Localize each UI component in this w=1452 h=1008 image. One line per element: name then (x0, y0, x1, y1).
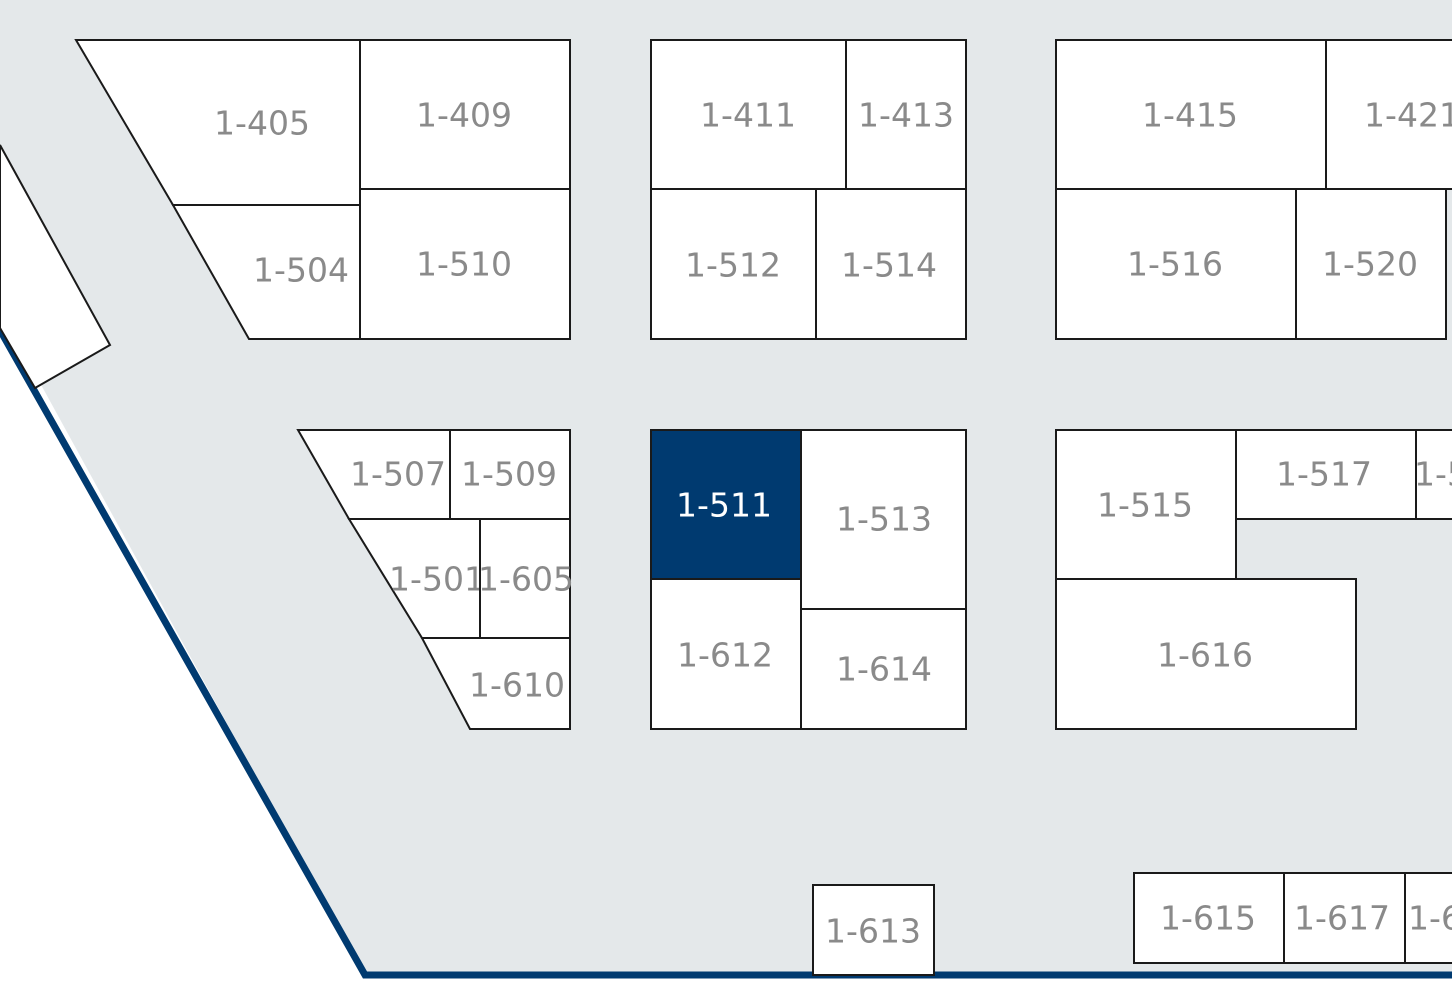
booth-label: 1-617 (1294, 899, 1390, 938)
booth-1-615[interactable]: 1-615 (1133, 872, 1285, 964)
booth-label: 1-513 (836, 500, 932, 539)
booth-label: 1-413 (858, 96, 954, 135)
booth-1-519[interactable]: 1-519 (1414, 429, 1452, 520)
booth-1-515[interactable]: 1-515 (1055, 429, 1237, 580)
booth-label: 1-415 (1142, 96, 1238, 135)
booth-label: 1-405 (214, 104, 310, 143)
booth-label: 1-616 (1157, 636, 1253, 675)
booth-label: 1-504 (253, 251, 349, 290)
booth-layer: 1-405 1-409 1-504 1-510 1-411 1-413 1-512 1-514… (74, 39, 1452, 976)
booth-1-619[interactable]: 1-619 (1404, 872, 1452, 964)
booth-1-510[interactable]: 1-510 (359, 188, 571, 340)
booth-1-616[interactable]: 1-616 (1055, 578, 1357, 730)
booth-label: 1-613 (825, 912, 921, 951)
booth-1-614[interactable]: 1-614 (800, 608, 967, 730)
booth-label: 1-519 (1414, 455, 1452, 494)
booth-label: 1-619 (1408, 899, 1452, 938)
booth-label: 1-510 (416, 245, 512, 284)
booth-label: 1-515 (1097, 486, 1193, 525)
hall-wall (0, 328, 1452, 979)
booth-1-514[interactable]: 1-514 (815, 188, 967, 340)
booth-label: 1-520 (1322, 245, 1418, 284)
booth-1-513[interactable]: 1-513 (800, 429, 967, 610)
booth-shape[interactable] (815, 188, 967, 340)
booth-1-507[interactable]: 1-507 (296, 429, 451, 520)
booth-label: 1-421 (1364, 96, 1452, 135)
booth-1-612[interactable]: 1-612 (650, 578, 802, 730)
booth-label: 1-610 (469, 666, 565, 705)
booth-1-415[interactable]: 1-415 (1055, 39, 1327, 190)
booth-label: 1-501 (389, 560, 485, 599)
booth-label: 1-605 (478, 560, 574, 599)
booth-label: 1-615 (1160, 899, 1256, 938)
booth-1-610[interactable]: 1-610 (420, 637, 571, 730)
booth-shape[interactable] (359, 188, 571, 340)
booth-label: 1-411 (700, 96, 796, 135)
booth-1-421[interactable]: 1-421 (1325, 39, 1452, 190)
booth-1-516[interactable]: 1-516 (1055, 188, 1297, 340)
booth-1-409[interactable]: 1-409 (359, 39, 571, 190)
booth-label: 1-512 (685, 246, 781, 285)
booth-1-520[interactable]: 1-520 (1295, 188, 1447, 340)
booth-1-613[interactable]: 1-613 (812, 884, 935, 976)
booth-1-411[interactable]: 1-411 (650, 39, 847, 190)
booth-1-605[interactable]: 1-605 (478, 518, 574, 639)
booth-label: 1-514 (841, 246, 937, 285)
booth-shape[interactable] (812, 884, 935, 976)
booth-shape[interactable] (1295, 188, 1447, 340)
booth-label: 1-511 (676, 486, 772, 525)
booth-label: 1-507 (350, 455, 446, 494)
booth-1-501[interactable]: 1-501 (347, 518, 485, 639)
booth-1-512[interactable]: 1-512 (650, 188, 817, 340)
booth-label: 1-516 (1127, 245, 1223, 284)
booth-shape[interactable] (1404, 872, 1452, 964)
booth-label: 1-509 (461, 455, 557, 494)
booth-1-517[interactable]: 1-517 (1235, 429, 1417, 520)
booth-label: 1-517 (1276, 455, 1372, 494)
booth-unlabeled-left[interactable] (0, 144, 112, 390)
booth-1-509[interactable]: 1-509 (449, 429, 571, 520)
booth-label: 1-409 (416, 96, 512, 135)
booth-label: 1-612 (677, 636, 773, 675)
booth-shape[interactable] (1325, 39, 1452, 190)
booth-label: 1-614 (836, 650, 932, 689)
booth-1-413[interactable]: 1-413 (845, 39, 967, 190)
booth-shape[interactable] (1055, 578, 1357, 730)
booth-1-617[interactable]: 1-617 (1283, 872, 1406, 964)
booth-shape[interactable] (420, 637, 571, 730)
booth-shape[interactable] (800, 608, 967, 730)
booth-shape[interactable] (1415, 429, 1452, 520)
booth-1-511[interactable]: 1-511 (650, 429, 802, 580)
